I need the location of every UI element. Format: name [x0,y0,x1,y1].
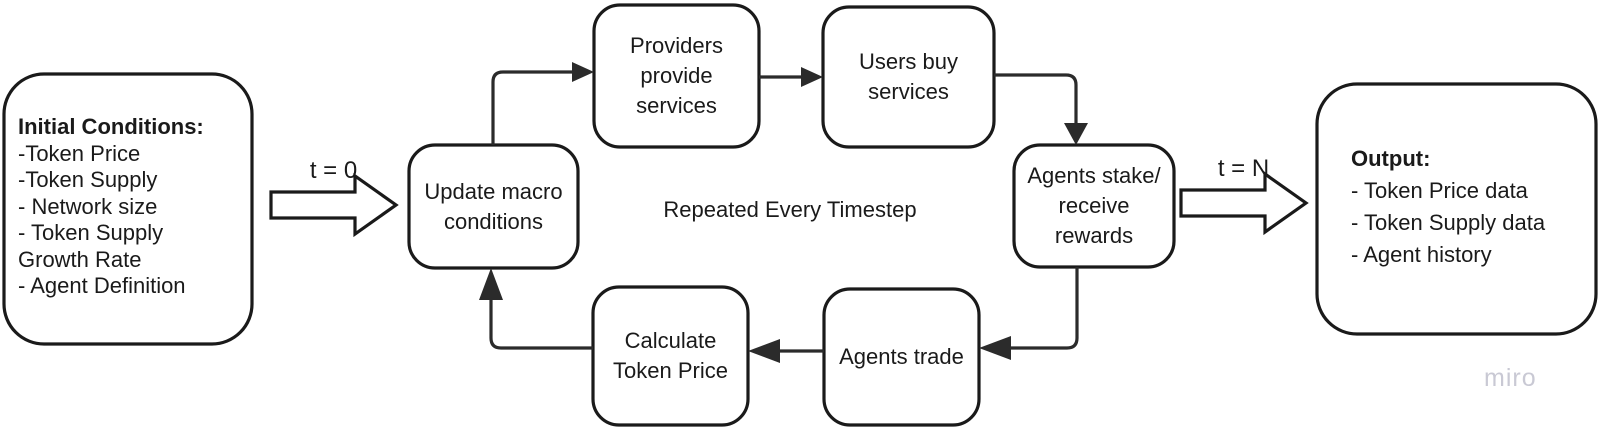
initial-conditions-item-4: - Agent Definition [18,273,186,298]
providers-provide-services-box [592,3,761,149]
initial-conditions-box [2,72,254,346]
edge-agents-stake-to-agents-trade [1011,267,1079,350]
arrowhead-to-agents-trade [979,336,1011,360]
initial-conditions-text: Initial Conditions: -Token Price -Token … [18,114,240,300]
agents-stake-receive-rewards-box [1012,143,1176,269]
users-buy-services-box [821,5,996,149]
arrowhead-to-agents-stake [1064,123,1088,145]
arrowhead-to-users [801,67,823,87]
transition-label-t0: t = 0 [309,157,358,184]
initial-conditions-item-3: - Token Supply Growth Rate [18,220,170,272]
arrowhead-to-providers [572,62,594,82]
repeated-every-timestep-note: Repeated Every Timestep [663,197,917,222]
edge-update-to-providers [491,70,578,145]
miro-watermark: miro [1484,364,1537,392]
output-item-0: - Token Price data [1351,178,1528,203]
agents-trade-box [822,287,981,427]
transition-label-tn: t = N [1217,155,1270,182]
block-arrow-tn [1179,170,1309,236]
output-item-2: - Agent history [1351,242,1492,267]
update-macro-conditions-box [407,143,580,270]
initial-conditions-item-1: -Token Supply [18,167,158,192]
output-box [1315,82,1598,336]
calculate-token-price-box [591,285,750,427]
block-arrow-t0 [269,172,399,238]
arrowhead-to-calculate [748,339,780,363]
initial-conditions-item-2: - Network size [18,193,158,219]
output-header: Output: [1351,146,1431,171]
arrowhead-to-update [479,268,503,300]
initial-conditions-header: Initial Conditions: [18,114,204,139]
output-item-1: - Token Supply data [1351,210,1546,235]
output-text: Output: - Token Price data - Token Suppl… [1351,143,1600,271]
initial-conditions-item-0: -Token Price [18,140,141,166]
edge-calculate-to-update [489,300,593,350]
edge-users-to-agents-stake [994,73,1078,129]
